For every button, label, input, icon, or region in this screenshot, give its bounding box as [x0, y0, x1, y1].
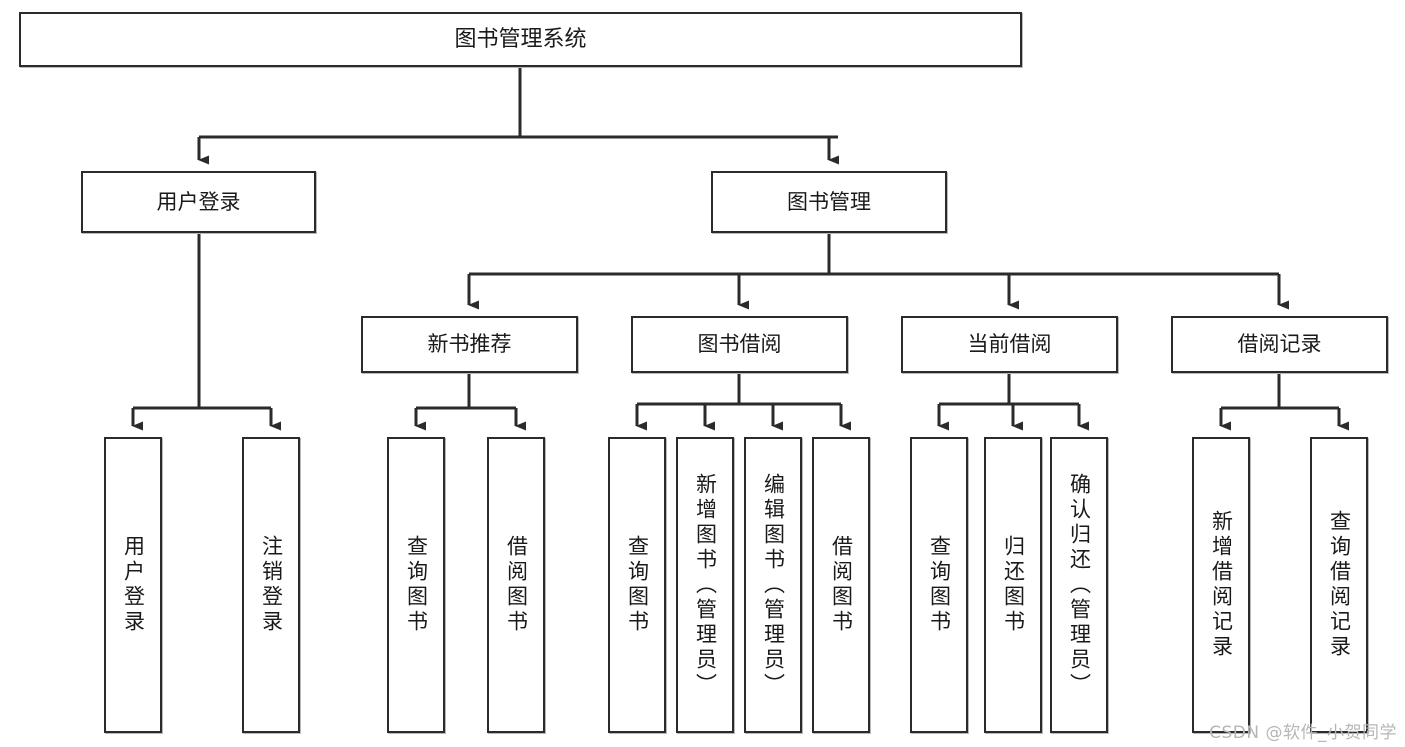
node-root[interactable]: 图书管理系统 — [19, 12, 1022, 67]
node-leaf-user-login[interactable]: 用户登录 — [104, 437, 162, 733]
node-label-leaf-user-logout: 注销登录 — [259, 535, 284, 635]
node-leaf-edit-book[interactable]: 编辑图书（管理员） — [744, 437, 802, 733]
node-label-leaf-edit-book: 编辑图书（管理员） — [761, 472, 786, 698]
node-label-leaf-query-book-3: 查询图书 — [927, 535, 952, 635]
node-label-root: 图书管理系统 — [454, 26, 587, 52]
node-leaf-borrow-book-2[interactable]: 借阅图书 — [812, 437, 870, 733]
csdn-watermark: CSDN @软件_小贺同学 — [1209, 723, 1397, 743]
node-user-login[interactable]: 用户登录 — [81, 171, 316, 233]
node-label-leaf-add-book: 新增图书（管理员） — [693, 472, 718, 698]
node-label-current-borrow: 当前借阅 — [967, 332, 1052, 357]
node-label-leaf-return-book: 归还图书 — [1001, 535, 1026, 635]
node-label-leaf-query-book-1: 查询图书 — [404, 535, 429, 635]
node-label-leaf-user-login: 用户登录 — [121, 535, 146, 635]
node-leaf-add-book[interactable]: 新增图书（管理员） — [676, 437, 734, 733]
node-label-user-login: 用户登录 — [156, 189, 241, 214]
node-label-leaf-add-record: 新增借阅记录 — [1209, 510, 1234, 660]
node-label-book-manage: 图书管理 — [787, 189, 871, 214]
node-label-leaf-confirm-return: 确认归还（管理员） — [1067, 472, 1092, 698]
node-leaf-query-book-3[interactable]: 查询图书 — [910, 437, 968, 733]
node-leaf-confirm-return[interactable]: 确认归还（管理员） — [1050, 437, 1108, 733]
node-label-borrow-record: 借阅记录 — [1237, 332, 1322, 357]
node-new-book-recommend[interactable]: 新书推荐 — [361, 316, 578, 373]
node-leaf-user-logout[interactable]: 注销登录 — [242, 437, 300, 733]
node-leaf-return-book[interactable]: 归还图书 — [984, 437, 1042, 733]
node-book-borrow[interactable]: 图书借阅 — [631, 316, 848, 373]
node-leaf-add-record[interactable]: 新增借阅记录 — [1192, 437, 1250, 733]
node-label-leaf-borrow-book-1: 借阅图书 — [504, 535, 529, 635]
node-current-borrow[interactable]: 当前借阅 — [901, 316, 1118, 373]
node-borrow-record[interactable]: 借阅记录 — [1171, 316, 1388, 373]
node-leaf-query-book-2[interactable]: 查询图书 — [608, 437, 666, 733]
node-label-new-book-recommend: 新书推荐 — [427, 332, 512, 357]
node-label-leaf-borrow-book-2: 借阅图书 — [829, 535, 854, 635]
node-leaf-borrow-book-1[interactable]: 借阅图书 — [487, 437, 545, 733]
node-leaf-query-book-1[interactable]: 查询图书 — [387, 437, 445, 733]
node-label-leaf-query-record: 查询借阅记录 — [1327, 510, 1352, 660]
node-label-leaf-query-book-2: 查询图书 — [625, 535, 650, 635]
node-label-book-borrow: 图书借阅 — [697, 332, 782, 357]
node-leaf-query-record[interactable]: 查询借阅记录 — [1310, 437, 1368, 733]
node-book-manage[interactable]: 图书管理 — [711, 171, 947, 233]
